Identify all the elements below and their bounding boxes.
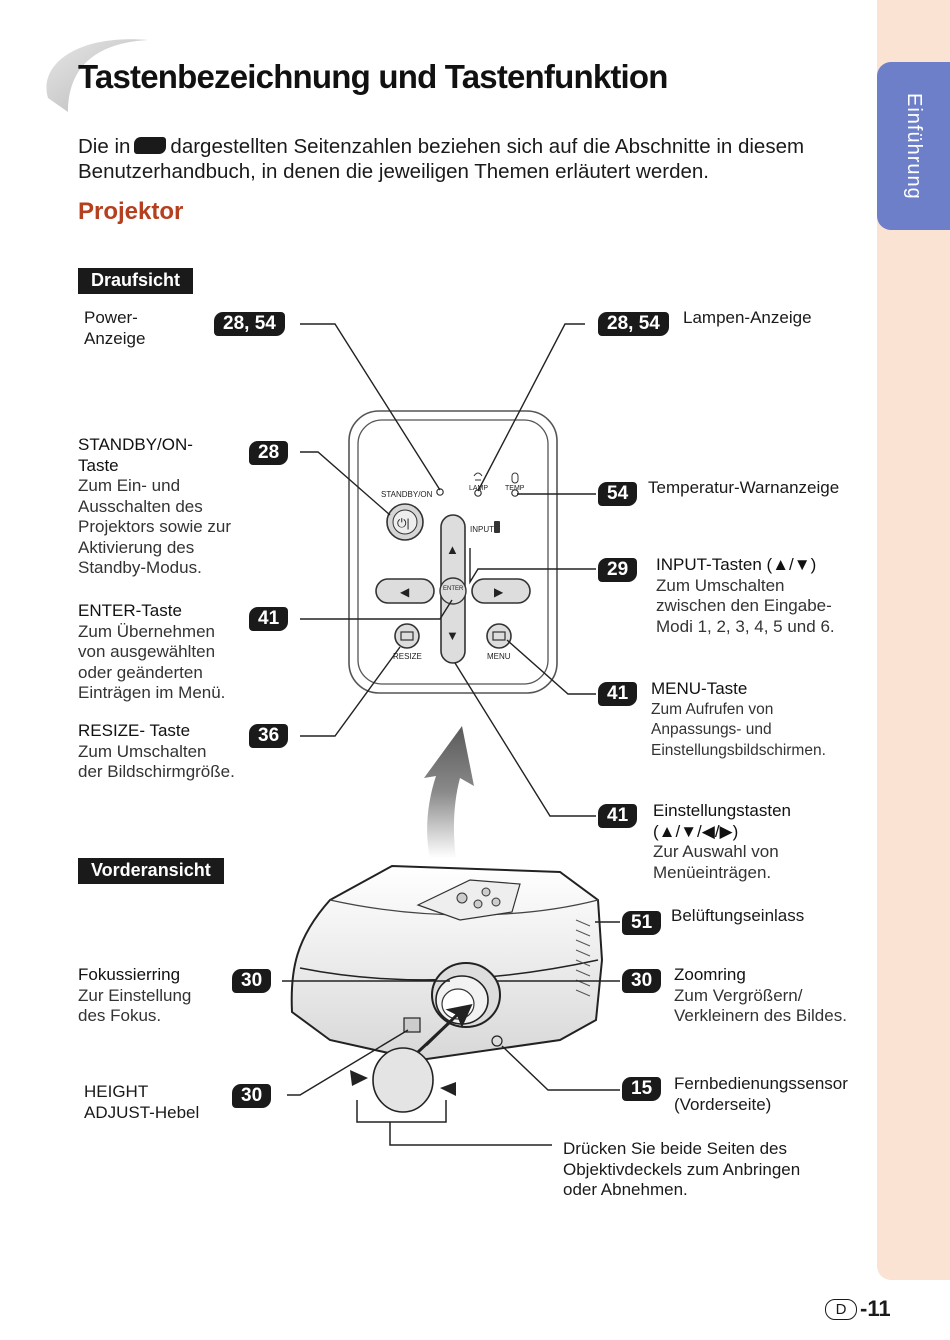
menu-button [486,623,512,649]
panel-input-text: INPUT [470,525,494,534]
label-adjust: Einstellungstasten (▲/▼/◀/▶) Zur Auswahl… [653,801,791,882]
section-heading: Projektor [78,198,184,225]
label-menu: MENU-Taste Zum Aufrufen von Anpassungs- … [651,679,826,759]
page-badge-adjust: 41 [598,804,638,828]
up-arrow-icon: ▲ [446,542,459,557]
panel-temp-text: TEMP [505,485,525,492]
label-temp-warning: Temperatur-Warnanzeige [648,478,840,497]
page-badge-remote: 15 [622,1077,662,1101]
page-badge-resize: 36 [249,724,289,748]
page-badge-lamp: 28, 54 [598,312,669,336]
right-arrow-icon: ▶ [494,585,504,599]
resize-button [394,623,420,649]
leader-height [287,1029,409,1096]
leader-resize [300,646,401,737]
lens-cap [372,1047,434,1113]
leader-adjust [454,662,596,817]
panel-menu-text: MENU [487,652,511,661]
label-lamp-indicator: Lampen-Anzeige [683,308,812,327]
page-badge-enter: 41 [249,607,289,631]
page-badge-standby: 28 [249,441,289,465]
page-title: Tastenbezeichnung und Tastenfunktion [78,58,668,95]
page-badge-icon [134,137,167,154]
left-button [375,578,435,604]
panel-inner-frame [357,419,549,685]
page-badge-zoom: 30 [622,969,662,993]
page-badge-temp: 54 [598,482,638,506]
front-view-label: Vorderansicht [78,858,224,884]
press-arrow-right [440,1082,456,1096]
label-standby: STANDBY/ON- Taste Zum Ein- und Ausschalt… [78,435,232,577]
label-power-indicator: Power- Anzeige [84,308,146,348]
projector-body [290,864,604,1062]
label-focus: Fokussierring Zur Einstellung des Fokus. [78,965,192,1025]
lens-cap-bracket [356,1100,552,1146]
leader-remote [501,1045,620,1091]
leader-lamp [477,323,585,492]
page-number: D -11 [825,1296,891,1322]
down-arrow-icon: ▼ [446,628,459,643]
enter-button [439,577,467,605]
height-adjust-lever [403,1017,421,1033]
attach-arrow [416,1003,473,1054]
page-badge-vent: 51 [622,911,662,935]
panel-resize-text: RESIZE [393,652,422,661]
label-resize: RESIZE- Taste Zum Umschalten der Bildsch… [78,721,235,781]
title-swoosh-decoration [46,39,149,112]
label-zoom: Zoomring Zum Vergrößern/ Verkleinern des… [674,965,847,1025]
temp-symbol-icon [511,472,519,484]
page-badge-power: 28, 54 [214,312,285,336]
side-tab-background [877,62,950,230]
standby-power-icon: ⏻| [397,516,410,530]
page-badge-input: 29 [598,558,638,582]
page-badge-focus: 30 [232,969,272,993]
press-arrow-left [350,1070,368,1086]
page-badge-height: 30 [232,1084,272,1108]
projector-top-panel [416,879,521,921]
panel-outer-frame [348,410,558,694]
label-vent: Belüftungseinlass [671,906,805,925]
lamp-symbol-icon [473,472,483,481]
right-button [471,578,531,604]
side-tab-einfuehrung[interactable]: Einführung [903,92,925,200]
leader-input [469,548,596,585]
leader-menu [506,639,596,695]
label-height-adjust: HEIGHT ADJUST-Hebel [84,1082,200,1122]
top-view-label: Draufsicht [78,268,194,294]
panel-standby-text: STANDBY/ON [381,490,433,499]
input-symbol-icon [494,521,500,533]
temp-indicator-led [511,489,519,497]
label-remote-sensor: Fernbedienungssensor (Vorderseite) [674,1074,848,1114]
label-lens-cap: Drücken Sie beide Seiten des Objektivdec… [563,1139,801,1199]
leader-standby [300,451,391,516]
page-badge-menu: 41 [598,682,638,706]
label-enter: ENTER-Taste Zum Übernehmen von ausgewähl… [78,601,226,702]
direction-arrow [424,726,474,858]
panel-enter-text: ENTER [443,586,464,592]
label-input: INPUT-Tasten (▲/▼) Zum Umschalten zwisch… [656,555,835,636]
leader-power [300,323,441,491]
language-badge: D [825,1298,857,1320]
remote-sensor [491,1035,503,1047]
left-arrow-icon: ◀ [400,585,410,599]
projector-vent [575,919,591,997]
page-number-value: -11 [860,1296,891,1321]
leader-enter [300,599,453,620]
